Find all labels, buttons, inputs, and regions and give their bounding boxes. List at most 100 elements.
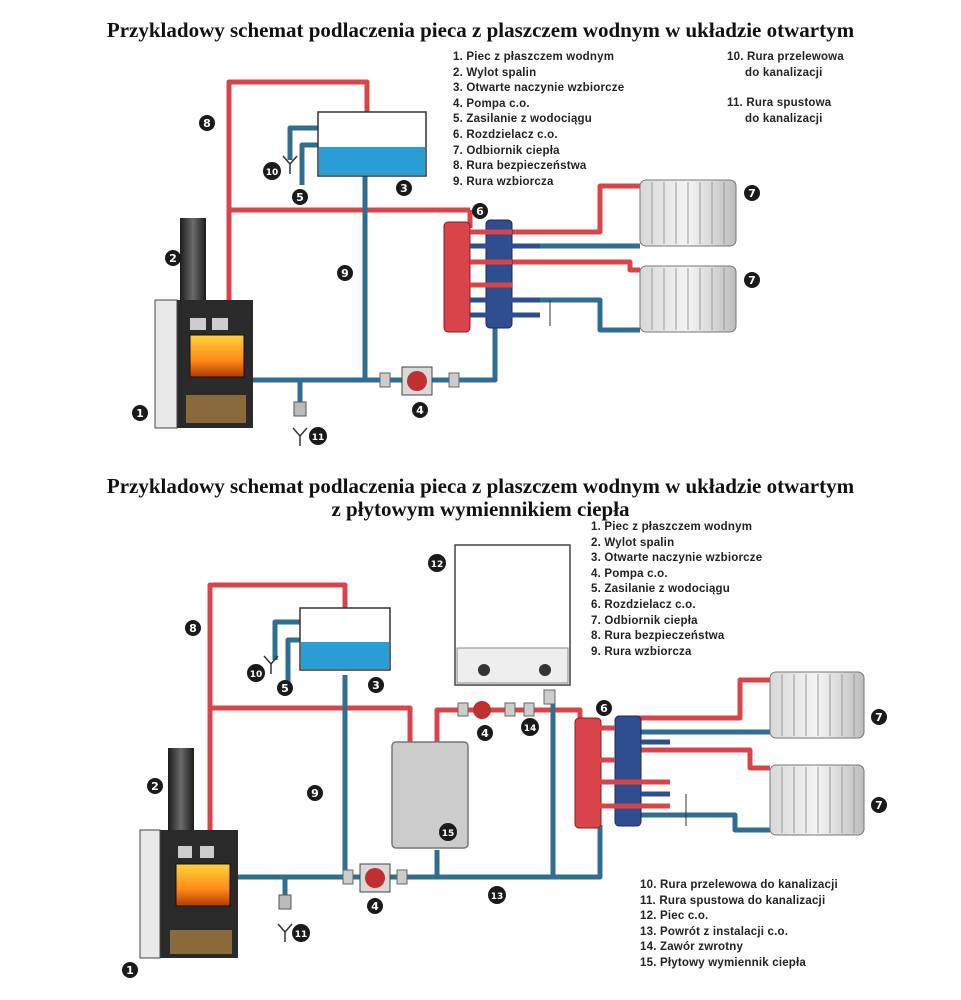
legend-item: 3. Otwarte naczynie wzbiorcze bbox=[591, 552, 763, 565]
overflow-outlet-top bbox=[282, 155, 298, 174]
marker-5: 5 bbox=[292, 189, 308, 205]
legend-item: 8. Rura bezpieczeństwa bbox=[453, 160, 587, 173]
svg-text:2: 2 bbox=[151, 780, 159, 793]
top-legend-list-extra: 10. Rura przelewowa do kanalizacji 11. R… bbox=[727, 50, 844, 127]
radiator-top-2 bbox=[639, 265, 737, 333]
legend-item: 15. Płytowy wymiennik ciepła bbox=[640, 956, 807, 969]
legend-item: 14. Zawór zwrotny bbox=[640, 941, 744, 954]
pump-top bbox=[379, 366, 460, 396]
stove-bottom bbox=[139, 748, 238, 959]
legend-item: 10. Rura przelewowa do kanalizacji bbox=[640, 879, 838, 891]
legend-item: 5. Zasilanie z wodociągu bbox=[453, 113, 592, 126]
marker-10: 10 bbox=[263, 162, 281, 180]
marker-13: 13 bbox=[488, 886, 506, 904]
marker-4a: 4 bbox=[477, 725, 493, 741]
svg-text:2: 2 bbox=[169, 252, 177, 265]
svg-text:7: 7 bbox=[748, 187, 756, 200]
marker-9: 9 bbox=[337, 265, 353, 281]
legend-item: 1. Piec z płaszczem wodnym bbox=[453, 51, 615, 63]
top-diagram-title: Przykladowy schemat podlaczenia pieca z … bbox=[106, 18, 855, 42]
legend-item: 2. Wylot spalin bbox=[453, 66, 537, 79]
bottom-diagram bbox=[139, 544, 865, 959]
marker-7b: 7 bbox=[744, 272, 760, 288]
marker-4: 4 bbox=[412, 402, 428, 418]
number-markers-top: 1 2 3 4 5 6 7 7 8 9 10 11 bbox=[132, 115, 760, 445]
legend-item: 13. Powrót z instalacji c.o. bbox=[640, 925, 789, 938]
legend-item: 1. Piec z płaszczem wodnym bbox=[591, 521, 753, 533]
marker-7a: 7 bbox=[744, 185, 760, 201]
svg-text:5: 5 bbox=[281, 682, 289, 695]
svg-text:10: 10 bbox=[250, 670, 263, 680]
pump-bottom-upper bbox=[457, 701, 516, 719]
bottom-diagram-subtitle: z płytowym wymiennikiem ciepła bbox=[331, 497, 630, 521]
svg-text:7: 7 bbox=[748, 274, 756, 287]
svg-text:7: 7 bbox=[875, 799, 883, 812]
marker-14: 14 bbox=[521, 718, 539, 736]
drain-valve-bottom bbox=[277, 894, 293, 942]
radiator-bottom-2 bbox=[769, 764, 865, 836]
legend-item: 8. Rura bezpieczeństwa bbox=[591, 630, 725, 643]
marker-7b: 7 bbox=[871, 797, 887, 813]
svg-text:9: 9 bbox=[311, 787, 319, 800]
marker-8: 8 bbox=[185, 620, 201, 636]
marker-11: 11 bbox=[292, 924, 310, 942]
legend-item: 9. Rura wzbiorcza bbox=[591, 645, 692, 658]
legend-item: 11. Rura spustowa bbox=[727, 97, 832, 110]
legend-item: 7. Odbiornik ciepła bbox=[591, 614, 698, 627]
marker-3: 3 bbox=[368, 677, 384, 693]
bottom-return-pipes bbox=[233, 619, 770, 895]
plate-heat-exchanger bbox=[391, 741, 469, 849]
legend-item: 10. Rura przelewowa bbox=[727, 51, 844, 63]
top-diagram bbox=[154, 79, 737, 446]
legend-item: 4. Pompa c.o. bbox=[453, 97, 530, 110]
gas-boiler bbox=[454, 544, 571, 686]
legend-item: 4. Pompa c.o. bbox=[591, 567, 668, 580]
svg-text:5: 5 bbox=[296, 191, 304, 204]
svg-text:7: 7 bbox=[875, 711, 883, 724]
legend-item: 3. Otwarte naczynie wzbiorcze bbox=[453, 82, 625, 95]
marker-2: 2 bbox=[165, 250, 181, 266]
marker-4b: 4 bbox=[367, 898, 383, 914]
safety-pipe bbox=[226, 79, 370, 300]
legend-item: 6. Rozdzielacz c.o. bbox=[453, 128, 558, 141]
installation-return-line bbox=[437, 825, 603, 880]
svg-text:4: 4 bbox=[416, 404, 424, 417]
svg-text:12: 12 bbox=[431, 560, 444, 570]
bottom-diagram-title: Przykladowy schemat podlaczenia pieca z … bbox=[106, 474, 855, 498]
marker-9: 9 bbox=[307, 785, 323, 801]
distributor bbox=[574, 715, 670, 829]
marker-5: 5 bbox=[277, 680, 293, 696]
top-supply-pipes bbox=[226, 79, 640, 300]
svg-text:15: 15 bbox=[442, 829, 455, 839]
svg-text:8: 8 bbox=[203, 117, 211, 130]
expansion-tank bbox=[317, 111, 427, 177]
expansion-tank bbox=[299, 607, 391, 671]
svg-text:13: 13 bbox=[491, 892, 504, 902]
svg-text:11: 11 bbox=[295, 930, 308, 940]
svg-text:6: 6 bbox=[600, 702, 608, 715]
overflow-outlet-bottom bbox=[263, 655, 279, 674]
svg-text:8: 8 bbox=[189, 622, 197, 635]
svg-text:14: 14 bbox=[524, 724, 537, 734]
marker-10: 10 bbox=[247, 664, 265, 682]
number-markers-bottom: 1 2 3 4 4 5 6 7 7 8 9 10 11 12 13 14 15 bbox=[122, 554, 887, 978]
svg-text:4: 4 bbox=[481, 727, 489, 740]
marker-12: 12 bbox=[428, 554, 446, 572]
svg-text:3: 3 bbox=[372, 679, 380, 692]
bottom-legend-list-extra: 10. Rura przelewowa do kanalizacji 11. R… bbox=[640, 878, 838, 972]
pump-bottom bbox=[342, 863, 408, 893]
legend-item: 12. Piec c.o. bbox=[640, 910, 709, 923]
legend-item: do kanalizacji bbox=[745, 112, 823, 125]
stove-top bbox=[154, 218, 253, 429]
svg-text:9: 9 bbox=[341, 267, 349, 280]
svg-text:11: 11 bbox=[312, 433, 325, 443]
marker-3: 3 bbox=[396, 180, 412, 196]
legend-item: 11. Rura spustowa do kanalizacji bbox=[640, 894, 826, 907]
top-legend-list: 1. Piec z płaszczem wodnym 2. Wylot spal… bbox=[453, 50, 624, 190]
check-valve bbox=[523, 689, 556, 717]
marker-6: 6 bbox=[596, 700, 612, 716]
legend-item: do kanalizacji bbox=[745, 66, 823, 79]
legend-item: 6. Rozdzielacz c.o. bbox=[591, 598, 696, 611]
legend-item: 5. Zasilanie z wodociągu bbox=[591, 583, 730, 596]
